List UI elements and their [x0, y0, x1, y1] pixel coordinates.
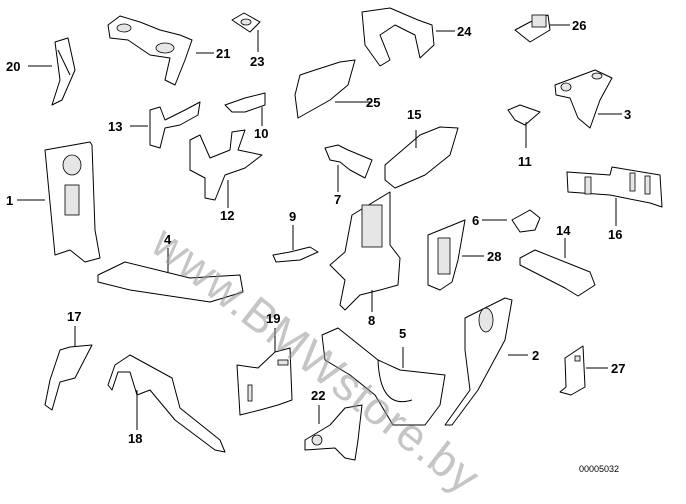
part-6[interactable] — [511, 209, 541, 233]
parts-diagram: www.BMWstore.by 1 2 3 4 5 6 7 8 9 10 11 … — [6, 7, 663, 504]
part-2[interactable] — [444, 297, 513, 426]
part-16[interactable] — [566, 166, 663, 208]
callout-15[interactable]: 15 — [407, 107, 422, 122]
callout-9[interactable]: 9 — [289, 209, 297, 224]
callout-12[interactable]: 12 — [220, 208, 235, 223]
part-14[interactable] — [519, 249, 596, 297]
diagram-code: 00005032 — [579, 464, 620, 474]
part-11[interactable] — [507, 104, 541, 126]
callout-16[interactable]: 16 — [608, 227, 623, 242]
part-4[interactable] — [97, 261, 244, 303]
callout-13[interactable]: 13 — [108, 119, 123, 134]
part-3[interactable] — [554, 69, 613, 129]
part-20[interactable] — [51, 37, 76, 106]
callout-3[interactable]: 3 — [624, 107, 632, 122]
part-13[interactable] — [149, 101, 201, 149]
callout-14[interactable]: 14 — [556, 223, 571, 238]
part-8[interactable] — [329, 191, 401, 311]
part-21[interactable] — [107, 15, 193, 86]
part-26[interactable] — [514, 14, 551, 43]
part-12[interactable] — [189, 129, 263, 201]
part-19[interactable] — [236, 347, 293, 416]
callout-5[interactable]: 5 — [399, 326, 407, 341]
part-24[interactable] — [361, 7, 435, 67]
callout-24[interactable]: 24 — [457, 24, 472, 39]
callout-7[interactable]: 7 — [334, 192, 342, 207]
callout-8[interactable]: 8 — [368, 313, 376, 328]
part-28[interactable] — [427, 219, 466, 291]
part-9[interactable] — [272, 246, 319, 263]
part-27[interactable] — [559, 345, 586, 396]
callout-11[interactable]: 11 — [518, 154, 532, 169]
callout-4[interactable]: 4 — [164, 232, 172, 247]
callout-17[interactable]: 17 — [67, 309, 82, 324]
part-17[interactable] — [44, 344, 93, 411]
callout-20[interactable]: 20 — [6, 59, 21, 74]
callout-25[interactable]: 25 — [366, 95, 381, 110]
callout-23[interactable]: 23 — [250, 54, 265, 69]
part-1[interactable] — [44, 141, 101, 263]
callout-1[interactable]: 1 — [6, 193, 14, 208]
callout-26[interactable]: 26 — [572, 18, 587, 33]
callout-2[interactable]: 2 — [532, 348, 540, 363]
part-10[interactable] — [224, 92, 266, 113]
part-15[interactable] — [384, 126, 459, 189]
part-18[interactable] — [107, 354, 226, 453]
part-7[interactable] — [324, 144, 373, 179]
part-5[interactable] — [321, 327, 446, 426]
callout-27[interactable]: 27 — [611, 361, 626, 376]
callout-19[interactable]: 19 — [266, 311, 281, 326]
callout-22[interactable]: 22 — [311, 388, 326, 403]
callout-10[interactable]: 10 — [254, 126, 269, 141]
callout-28[interactable]: 28 — [487, 249, 502, 264]
callout-21[interactable]: 21 — [216, 46, 231, 61]
callout-18[interactable]: 18 — [128, 431, 143, 446]
part-23[interactable] — [231, 12, 261, 33]
parts-drawing — [17, 7, 663, 461]
part-22[interactable] — [304, 404, 363, 461]
callout-6[interactable]: 6 — [472, 213, 480, 228]
part-25[interactable] — [294, 59, 356, 119]
